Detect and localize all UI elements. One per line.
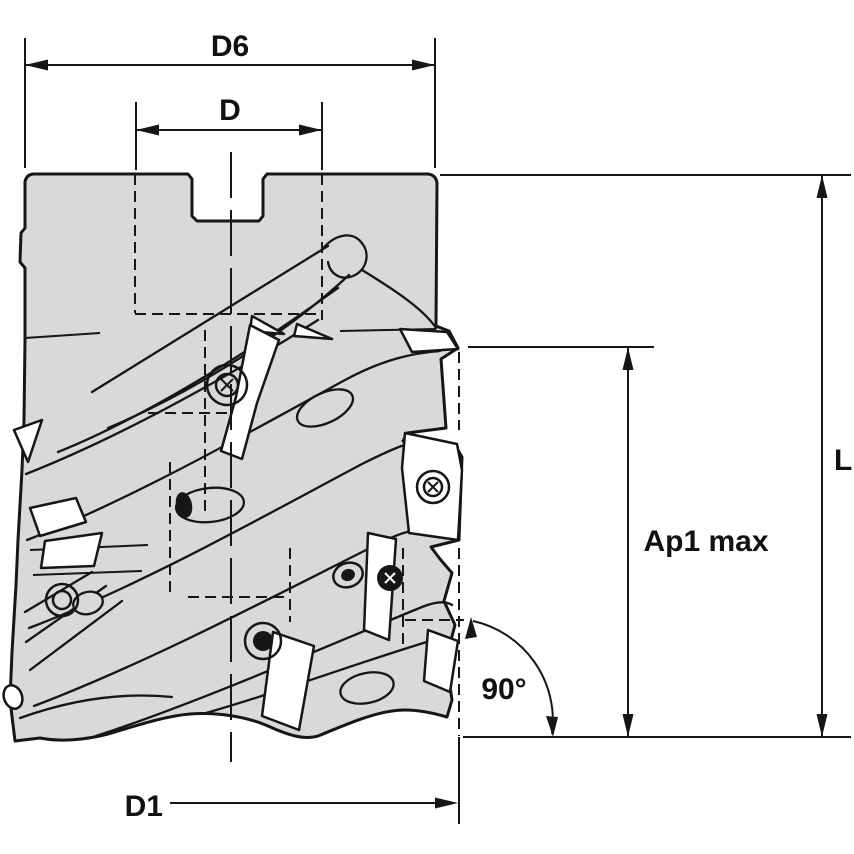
dimension-l: L bbox=[440, 174, 852, 738]
insert-flank bbox=[12, 418, 44, 464]
screw-head bbox=[243, 621, 283, 661]
arrowhead bbox=[435, 797, 458, 809]
arrowhead bbox=[816, 175, 828, 198]
arrowhead bbox=[622, 714, 634, 737]
dimension-corner-angle: 90° bbox=[465, 617, 558, 737]
screw-head bbox=[415, 469, 451, 505]
flute-curve bbox=[18, 694, 174, 720]
pocket-oval bbox=[295, 388, 355, 428]
insert-flank bbox=[292, 322, 334, 341]
arrowhead bbox=[136, 124, 159, 136]
flute-curve bbox=[56, 286, 340, 454]
insert bbox=[260, 630, 316, 732]
clamp-screws bbox=[44, 363, 451, 661]
insert bbox=[28, 496, 88, 538]
arrowhead bbox=[546, 716, 558, 737]
flute-lobe bbox=[320, 234, 368, 279]
body-step-line bbox=[32, 570, 143, 576]
pocket-oval bbox=[72, 590, 104, 616]
insert-edge-on bbox=[2, 684, 24, 710]
dimension-d: D bbox=[135, 94, 323, 170]
flute-curve bbox=[90, 244, 330, 394]
screw-head bbox=[332, 561, 364, 589]
arrowhead bbox=[816, 714, 828, 737]
l-label: L bbox=[834, 444, 852, 477]
screw-head bbox=[377, 565, 403, 591]
arrowhead bbox=[412, 59, 435, 71]
arrowhead bbox=[622, 347, 634, 370]
flute-curve bbox=[25, 349, 442, 542]
dimension-d6: D6 bbox=[24, 30, 436, 168]
insert bbox=[219, 323, 281, 461]
insert-flank bbox=[362, 531, 398, 642]
flute-curve bbox=[94, 601, 454, 738]
d-label: D bbox=[219, 94, 241, 127]
extension-line bbox=[24, 38, 436, 168]
pocket-oval bbox=[339, 671, 395, 705]
chip-pockets bbox=[72, 388, 395, 705]
hidden-lines bbox=[134, 174, 464, 736]
corner-angle-label: 90° bbox=[481, 673, 526, 706]
insert bbox=[39, 531, 104, 570]
ap1-max-label: Ap1 max bbox=[643, 525, 768, 558]
insert-flank bbox=[422, 628, 460, 694]
flute-curve bbox=[360, 268, 438, 330]
arrowhead bbox=[25, 59, 48, 71]
extension-line bbox=[135, 102, 323, 170]
insert-top-tooth bbox=[398, 327, 460, 354]
flute-curve bbox=[32, 528, 433, 708]
pocket-oval bbox=[174, 486, 246, 524]
flute-curve bbox=[204, 639, 432, 715]
arrowhead bbox=[299, 124, 322, 136]
angle-arc bbox=[472, 620, 554, 735]
dimension-ap1-max: Ap1 max bbox=[468, 346, 769, 737]
screw-head bbox=[44, 582, 80, 618]
dimension-d1: D1 bbox=[125, 737, 460, 824]
d6-label: D6 bbox=[211, 30, 249, 63]
flute-curve bbox=[24, 318, 320, 476]
shank-step-line-left bbox=[24, 332, 101, 339]
flute-stripe bbox=[28, 599, 124, 672]
arrowhead bbox=[465, 617, 477, 639]
d1-label: D1 bbox=[125, 790, 163, 823]
pocket-shadow bbox=[175, 492, 193, 518]
